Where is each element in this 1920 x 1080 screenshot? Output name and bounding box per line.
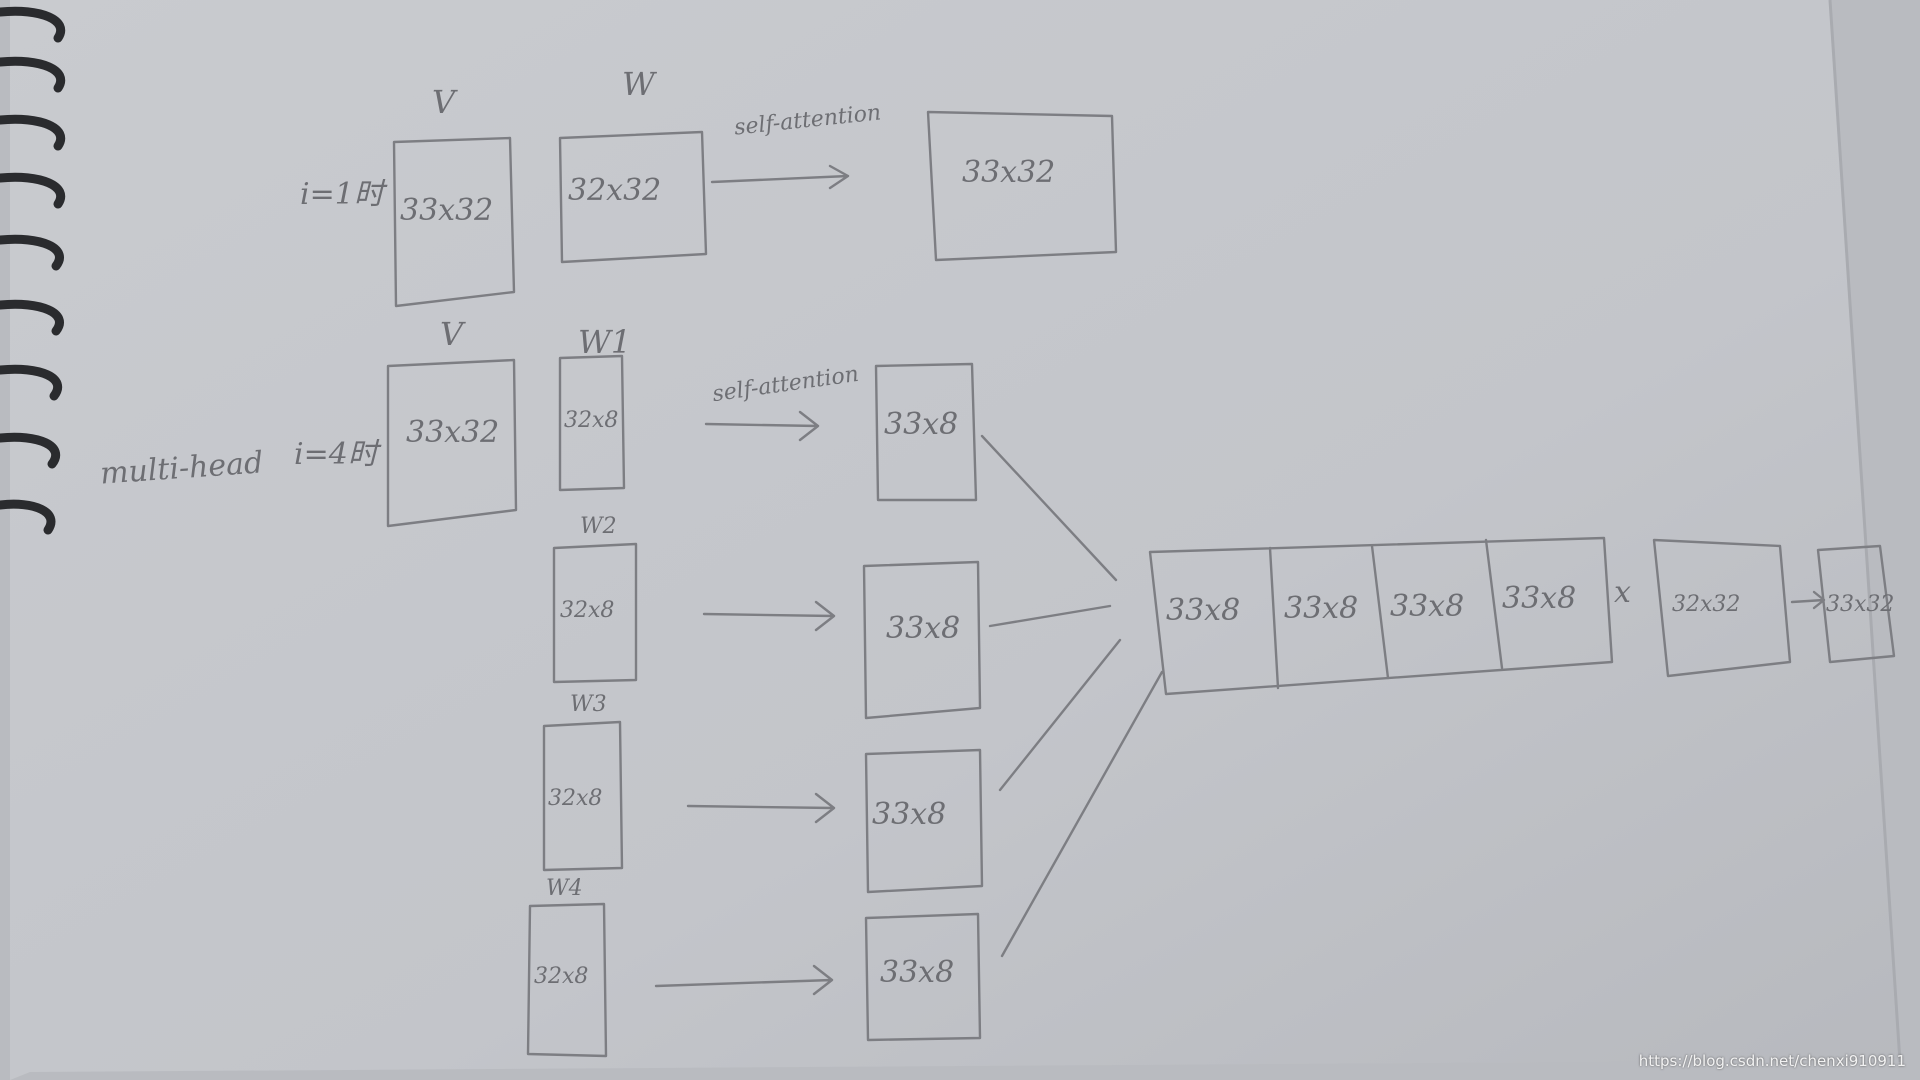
mh-v-label: V — [440, 315, 464, 353]
head-out-1-dims: 33x8 — [884, 407, 959, 442]
concat-3-dims: 33x8 — [1390, 589, 1465, 624]
w4-label: W4 — [546, 876, 583, 901]
head-out-4 — [864, 912, 982, 1042]
top-v-label: V — [432, 83, 456, 121]
pencil-strokes — [386, 110, 1896, 1058]
top-w-dims: 32x32 — [568, 173, 662, 208]
paper-edge — [1828, 0, 1902, 1063]
connector-3 — [998, 638, 1122, 792]
head-out-3-dims: 33x8 — [872, 797, 947, 832]
head-out-3 — [864, 748, 984, 894]
top-w-box — [558, 130, 708, 264]
top-v-dims: 33x32 — [400, 193, 494, 228]
head-out-4-dims: 33x8 — [880, 955, 955, 990]
arrow-4 — [654, 964, 834, 996]
top-v-box — [392, 136, 516, 308]
w4-dims: 32x8 — [534, 964, 589, 989]
spiral-binding — [0, 6, 65, 535]
w3-box — [542, 720, 624, 872]
connector-2 — [988, 604, 1112, 628]
w2-label: W2 — [580, 514, 617, 539]
result-dims: 33x32 — [1826, 592, 1895, 617]
top-out-box — [926, 110, 1118, 262]
mh-condition: i=4时 — [294, 437, 378, 472]
w1-dims: 32x8 — [564, 408, 619, 433]
concat-4-dims: 33x8 — [1502, 581, 1577, 616]
result-box — [1816, 544, 1896, 664]
watermark: https://blog.csdn.net/chenxi910911 — [1638, 1052, 1906, 1070]
arrow-3 — [686, 792, 836, 824]
top-w-label: W — [622, 65, 655, 103]
head-out-2-dims: 33x8 — [886, 611, 961, 646]
concat-2-dims: 33x8 — [1284, 591, 1359, 626]
w4-box — [526, 902, 608, 1058]
concat-divider-3 — [1484, 538, 1504, 670]
concat-divider-2 — [1370, 544, 1390, 680]
connector-4 — [1000, 670, 1164, 958]
w1-label: W1 — [578, 323, 632, 361]
top-condition: i=1时 — [300, 177, 384, 212]
mh-v-box — [386, 358, 518, 528]
times-symbol: x — [1614, 575, 1631, 610]
top-out-dims: 33x32 — [962, 155, 1056, 190]
head-out-2 — [862, 560, 982, 720]
concat-1-dims: 33x8 — [1166, 593, 1241, 628]
w2-dims: 32x8 — [560, 598, 615, 623]
connector-1 — [980, 434, 1118, 582]
head-out-1 — [874, 362, 978, 502]
mh-v-dims: 33x32 — [406, 415, 500, 450]
concat-strip — [1148, 536, 1614, 696]
w3-label: W3 — [570, 692, 607, 717]
w1-box — [558, 354, 626, 492]
arrow-2 — [702, 600, 836, 632]
proj-dims: 32x32 — [1672, 592, 1741, 617]
top-arrow — [710, 164, 850, 190]
w3-dims: 32x8 — [548, 786, 603, 811]
paper-sheet — [10, 0, 1900, 1080]
arrow-1 — [704, 410, 820, 442]
concat-divider-1 — [1268, 546, 1280, 690]
proj-box — [1652, 538, 1792, 678]
w2-box — [552, 542, 638, 684]
